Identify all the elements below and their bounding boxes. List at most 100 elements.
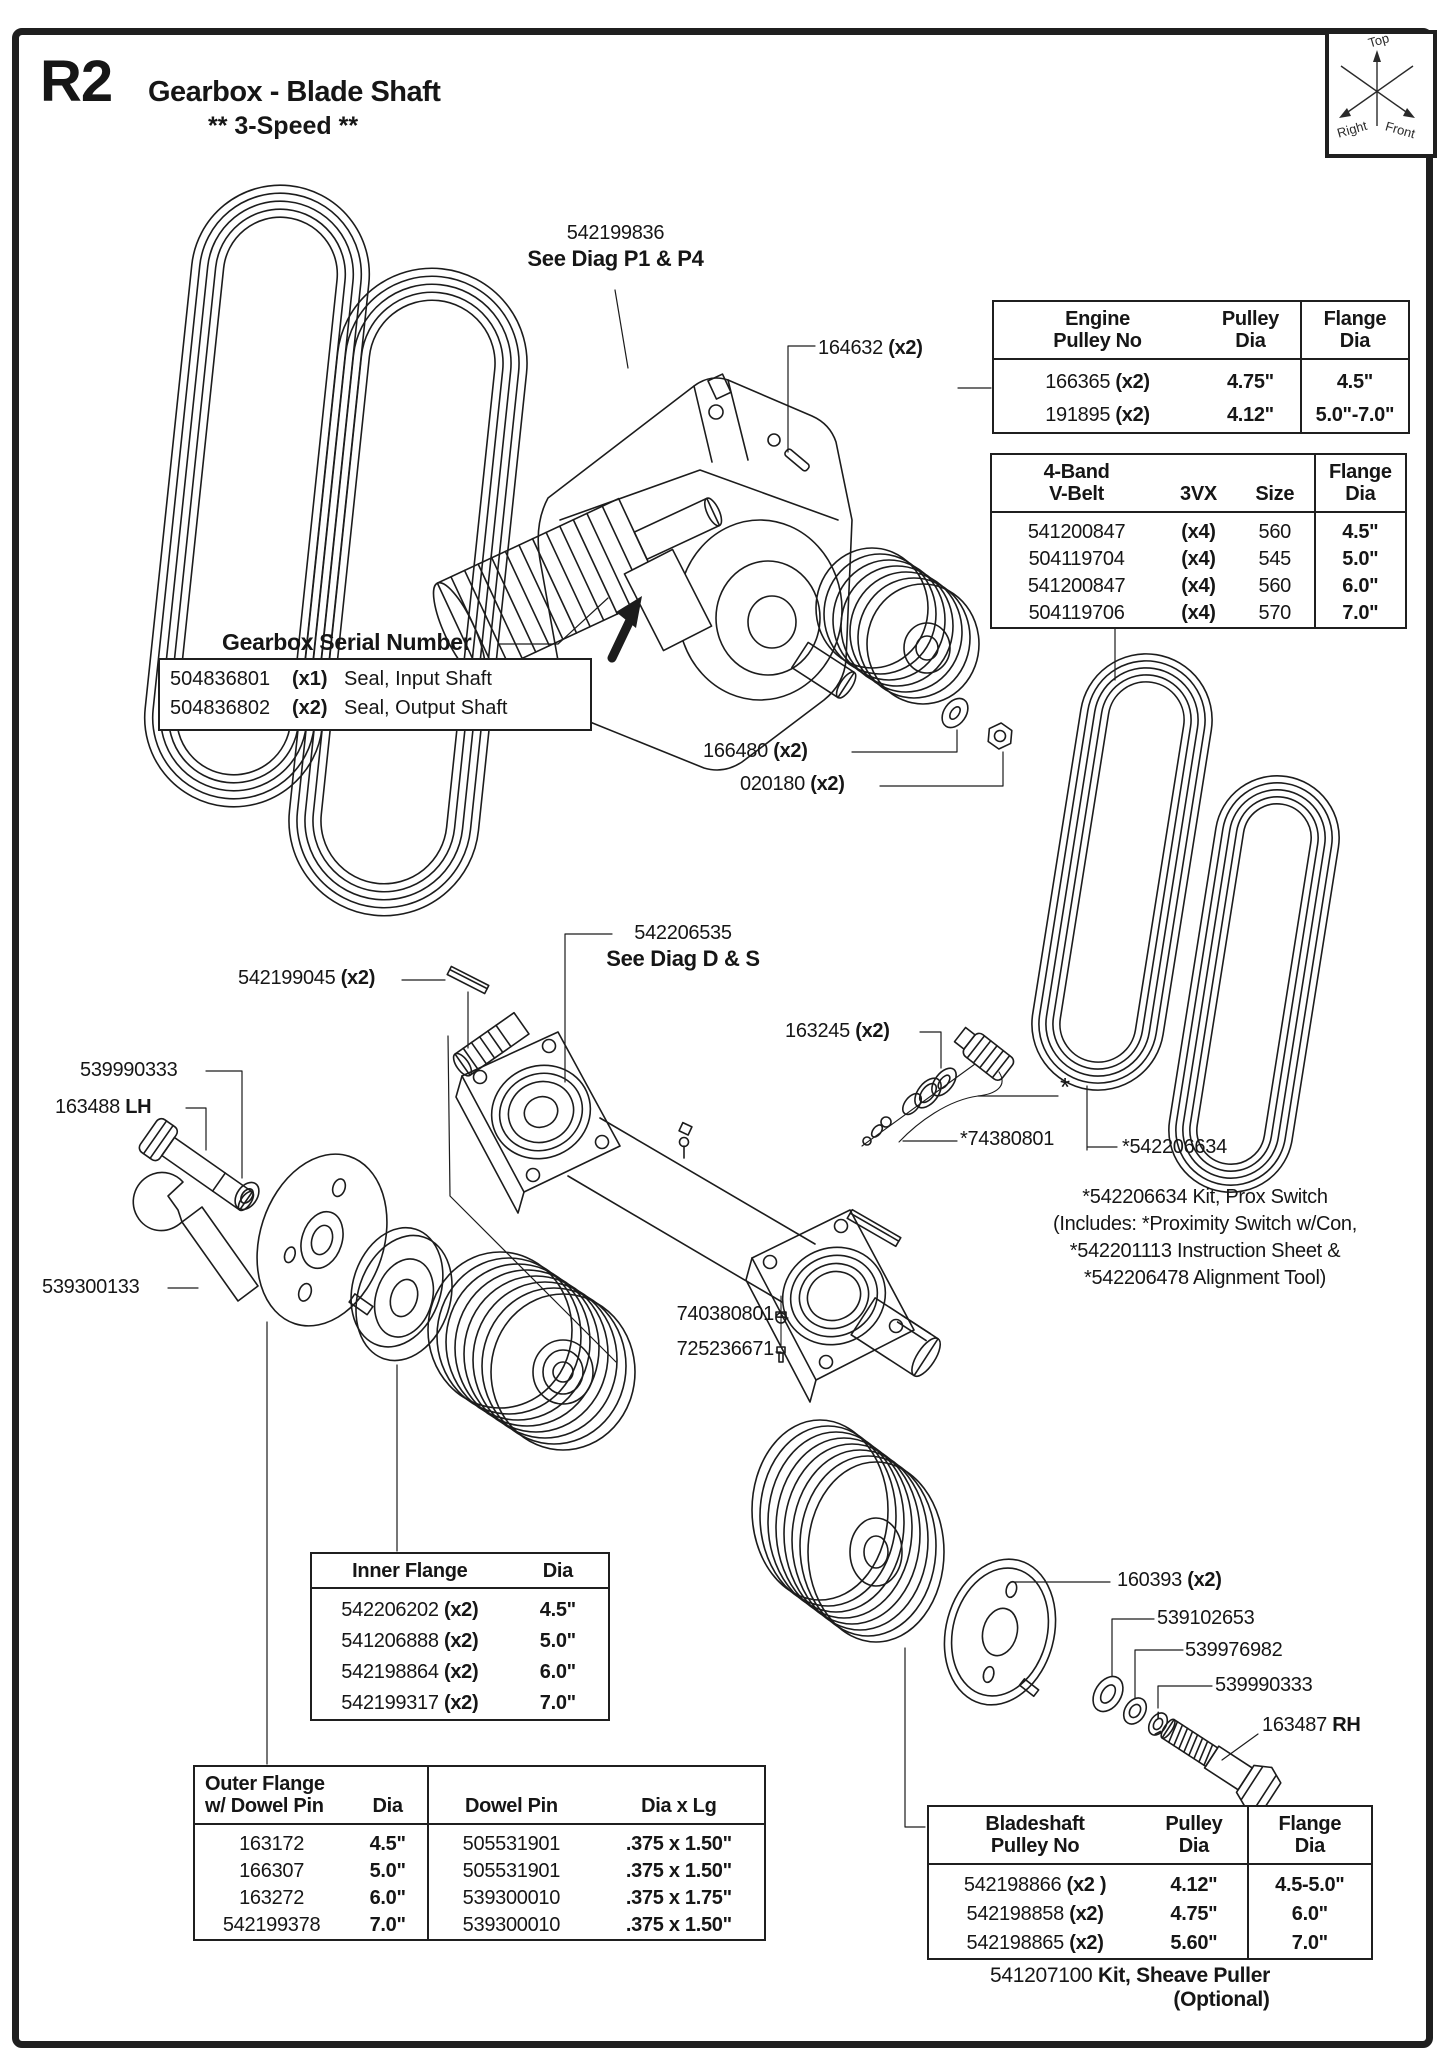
column-header: Inner Flange xyxy=(311,1553,508,1590)
right-arrow-icon xyxy=(1339,108,1351,118)
label-163245: 163245 (x2) xyxy=(785,1020,890,1042)
bolt-163488 xyxy=(138,1117,255,1212)
table-row: 166307 5.0" 505531901 .375 x 1.50" xyxy=(194,1857,765,1885)
column-header: 3VX xyxy=(1161,454,1236,513)
flange-disc-right xyxy=(943,1558,1057,1706)
right-bearing-housing xyxy=(751,1209,915,1381)
nut-020180 xyxy=(987,722,1013,750)
top-arrow-icon xyxy=(1373,50,1381,62)
washer-539990333-left xyxy=(234,1181,260,1211)
label-725236671: 725236671 xyxy=(676,1338,775,1360)
shaft-key xyxy=(846,1208,902,1248)
axis-right-label: Right xyxy=(1335,118,1369,141)
lock-washer-539990333-right xyxy=(1147,1711,1169,1736)
label-164632: 164632 (x2) xyxy=(818,337,923,359)
front-arrow-icon xyxy=(1403,108,1415,118)
label-diag-d-s: 542206535 See Diag D & S xyxy=(606,922,760,971)
column-header: Size xyxy=(1235,454,1315,513)
label-542206634: *542206634 xyxy=(1122,1136,1227,1158)
fitting-parts xyxy=(775,1295,787,1363)
outer-flange-disc xyxy=(256,1153,388,1327)
washer-166480 xyxy=(941,697,969,729)
table-row: 541206888 (x2) 5.0" xyxy=(341,1630,576,1653)
table-row: 163272 6.0" 539300010 .375 x 1.75" xyxy=(194,1884,765,1912)
table-row: 542206202 (x2) 4.5" xyxy=(341,1599,576,1622)
table-row: 542199378 7.0" 539300010 .375 x 1.50" xyxy=(194,1911,765,1940)
column-header: Dowel Pin xyxy=(427,1766,594,1825)
label-160393: 160393 (x2) xyxy=(1117,1569,1222,1591)
bladeshaft-pulley-right xyxy=(751,1419,945,1643)
column-header: Dia x Lg xyxy=(593,1766,765,1825)
label-539990333-left: 539990333 xyxy=(80,1059,178,1081)
table-row: 504119706 (x4) 570 7.0" xyxy=(991,599,1406,628)
label-diag-p1-p4: 542199836 See Diag P1 & P4 xyxy=(527,222,704,271)
axis-front-label: Front xyxy=(1384,118,1418,141)
blade-shaft-assembly xyxy=(446,965,942,1403)
output-shaft-stub xyxy=(850,1297,942,1378)
table-row: 541200847 (x4) 560 4.5" xyxy=(991,511,1406,546)
orientation-indicator: Top Right Front xyxy=(1325,30,1437,158)
washer-539976982 xyxy=(1122,1697,1148,1725)
bladeshaft-pulley-left xyxy=(427,1251,636,1451)
gearbox-housing xyxy=(537,377,853,771)
dowel-pin xyxy=(348,1293,374,1316)
table-row: 191895 (x2) 4.12" 5.0"-7.0" xyxy=(993,398,1409,433)
left-bearing-housing xyxy=(461,1031,621,1193)
label-166480: 166480 (x2) xyxy=(703,740,808,762)
label-542199045: 542199045 (x2) xyxy=(238,967,376,989)
gearbox xyxy=(432,373,857,771)
seal-parts-box: 504836801(x1)Seal, Input Shaft 504836802… xyxy=(158,658,592,731)
table-row: 542199317 (x2) 7.0" xyxy=(341,1692,576,1715)
page-title: Gearbox - Blade Shaft xyxy=(148,76,441,108)
label-539102653: 539102653 xyxy=(1157,1607,1255,1629)
table-row: 541200847 (x4) 560 6.0" xyxy=(991,572,1406,600)
output-shaft xyxy=(791,641,857,699)
key-542199045 xyxy=(446,965,490,995)
label-163488-lh: 163488 LH xyxy=(55,1096,152,1118)
dowel-pin-right xyxy=(1018,1678,1040,1698)
key-164632 xyxy=(784,448,810,472)
label-539300133: 539300133 xyxy=(42,1276,140,1298)
proximity-switch-parts xyxy=(861,1026,1015,1147)
table-row: 166365 (x2) 4.75" 4.5" xyxy=(993,358,1409,399)
v-belt-loop-3 xyxy=(1031,653,1213,1091)
label-539976982: 539976982 xyxy=(1185,1639,1283,1661)
label-539990333-right: 539990333 xyxy=(1215,1674,1313,1696)
label-740380801: 740380801 xyxy=(676,1303,775,1325)
inner-flange-table: Inner Flange Dia 542206202 (x2) 4.5" 541… xyxy=(310,1552,610,1722)
label-74380801: *74380801 xyxy=(960,1128,1055,1150)
engine-pulley xyxy=(815,547,980,705)
column-header: Dia xyxy=(348,1766,429,1825)
v-belt-loop-4 xyxy=(1168,775,1340,1193)
table-row: 542198865 (x2) 5.60" 7.0" xyxy=(928,1928,1372,1959)
table-row: 163172 4.5" 505531901 .375 x 1.50" xyxy=(194,1823,765,1858)
serial-plate-arrow xyxy=(616,596,642,628)
page-subtitle: ** 3-Speed ** xyxy=(208,112,359,140)
shaft-tube xyxy=(567,1117,816,1303)
table-row: 542198858 (x2) 4.75" 6.0" xyxy=(928,1899,1372,1929)
leader-lines xyxy=(167,289,1259,1828)
label-163487-rh: 163487 RH xyxy=(1262,1714,1361,1736)
washer-539102653 xyxy=(1092,1675,1124,1713)
v-belt-loop-2 xyxy=(288,267,528,917)
column-header: Dia xyxy=(507,1553,609,1590)
label-020180: 020180 (x2) xyxy=(740,773,845,795)
axis-top-label: Top xyxy=(1366,34,1390,50)
prox-kit-note: *542206634 Kit, Prox Switch (Includes: *… xyxy=(1052,1186,1358,1289)
table-row: 542198864 (x2) 6.0" xyxy=(341,1661,576,1684)
